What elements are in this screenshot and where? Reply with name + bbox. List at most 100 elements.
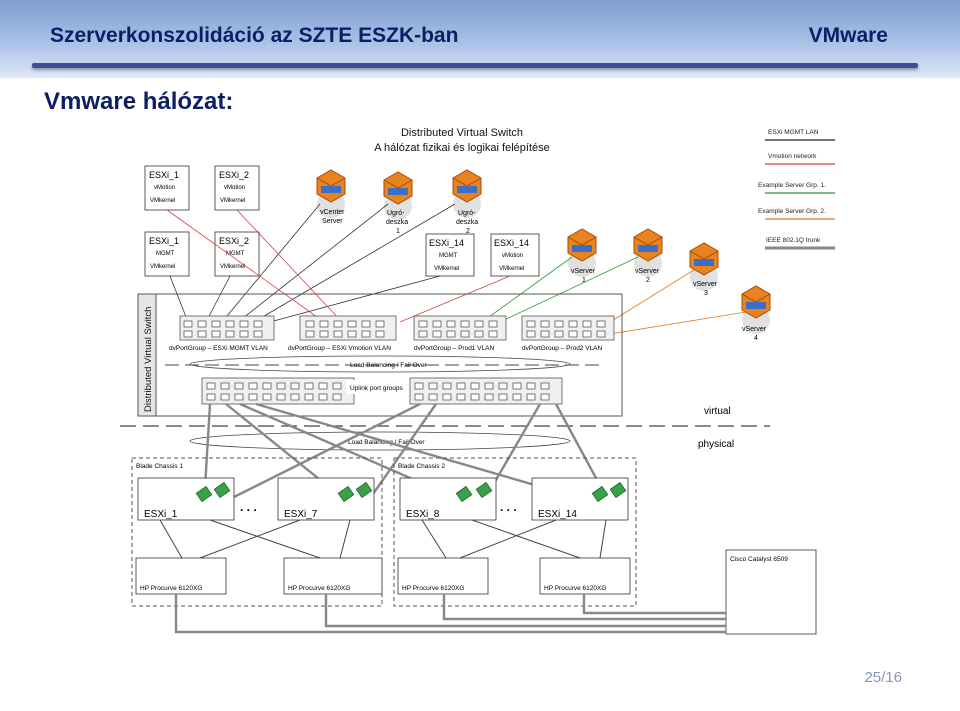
- svg-text:vServer: vServer: [742, 326, 767, 333]
- svg-text:1: 1: [582, 277, 586, 284]
- physical-label: physical: [698, 439, 734, 450]
- svg-text:MGMT: MGMT: [156, 251, 175, 257]
- port-group: dvPortGroup – ESXi Vmotion VLAN: [288, 315, 397, 352]
- core-trunks: [174, 594, 726, 634]
- diagram-svg: Distributed Virtual Switch A hálózat fiz…: [120, 127, 835, 635]
- svg-text:HP Procurve 6120XG: HP Procurve 6120XG: [288, 585, 350, 592]
- svg-text:ESXi_1: ESXi_1: [144, 509, 178, 520]
- svg-text:Blade Chassis 2: Blade Chassis 2: [398, 463, 445, 470]
- dvs-vertical-label: Distributed Virtual Switch: [143, 307, 154, 412]
- svg-text:dvPortGroup – Prod1 VLAN: dvPortGroup – Prod1 VLAN: [414, 345, 495, 352]
- svg-text:vServer: vServer: [635, 268, 660, 275]
- svg-text:Ugró-: Ugró-: [387, 210, 405, 217]
- procurve-switch: HP Procurve 6120XG: [397, 557, 489, 595]
- legend-trunk: IEEE 802.1Q trunk: [766, 237, 821, 244]
- svg-text:VMkernel: VMkernel: [150, 198, 175, 204]
- page-number: 25/16: [864, 669, 902, 686]
- svg-text:ESXi_14: ESXi_14: [429, 238, 464, 248]
- svg-text:vServer: vServer: [693, 281, 718, 288]
- esxi-blade: ESXi_1: [137, 477, 235, 521]
- slide-header: Szerverkonszolidáció az SZTE ESZK-ban VM…: [0, 0, 960, 78]
- svg-text:VMkernel: VMkernel: [220, 198, 245, 204]
- slide-title: Vmware hálózat:: [44, 88, 234, 115]
- svg-text:MGMT: MGMT: [226, 251, 245, 257]
- svg-text:ESXi_2: ESXi_2: [219, 236, 249, 246]
- svg-text:1: 1: [396, 228, 400, 235]
- blade-switch-links: [159, 519, 607, 559]
- blade-ellipsis: . . .: [500, 500, 517, 514]
- svg-text:VMkernel: VMkernel: [499, 266, 524, 272]
- svg-text:ESXi_7: ESXi_7: [284, 509, 318, 520]
- legend-grp2: Example Server Grp. 2.: [758, 208, 826, 215]
- svg-text:HP Procurve 6120XG: HP Procurve 6120XG: [402, 585, 464, 592]
- prod2-links: [609, 269, 747, 335]
- host-box: ESXi_14 MGMT VMkernel: [425, 233, 475, 277]
- virtual-label: virtual: [704, 406, 731, 417]
- uplink-label: Uplink port groups: [350, 385, 403, 392]
- port-group: dvPortGroup – Prod2 VLAN: [521, 315, 615, 352]
- svg-text:4: 4: [754, 335, 758, 342]
- host-box: ESXi_14 vMotion VMkernel: [490, 233, 540, 277]
- procurve-switch: HP Procurve 6120XG: [135, 557, 227, 595]
- procurve-switch: HP Procurve 6120XG: [283, 557, 383, 595]
- legend-mgmt: ESXi MGMT LAN: [768, 129, 819, 136]
- lb-ellipse-virtual: [189, 355, 571, 373]
- port-group: dvPortGroup – ESXi MGMT VLAN: [169, 315, 275, 352]
- svg-text:ESXi_8: ESXi_8: [406, 509, 440, 520]
- svg-text:MGMT: MGMT: [439, 253, 458, 259]
- prod1-links: [481, 256, 639, 323]
- host-box: ESXi_1 MGMT VMkernel: [144, 231, 190, 277]
- uplink-port-groups: Uplink port groups: [201, 377, 563, 405]
- svg-text:vCenter: vCenter: [320, 209, 345, 216]
- host-box: ESXi_1 vMotion VMkernel: [144, 165, 190, 211]
- svg-text:Server: Server: [322, 218, 343, 225]
- legend-grp1: Example Server Grp. 1.: [758, 182, 826, 189]
- lb-label-virtual: Load Balancing / Fail Over: [350, 362, 427, 369]
- header-divider: [32, 63, 918, 68]
- host-box: ESXi_2 MGMT VMkernel: [214, 231, 260, 277]
- cisco-catalyst: Cisco Catalyst 6509: [725, 549, 817, 635]
- diagram-title: Distributed Virtual Switch: [401, 127, 523, 139]
- svg-text:ESXi_2: ESXi_2: [219, 170, 249, 180]
- svg-text:vServer: vServer: [571, 268, 596, 275]
- svg-text:dvPortGroup – Prod2 VLAN: dvPortGroup – Prod2 VLAN: [522, 345, 603, 352]
- svg-text:ESXi_1: ESXi_1: [149, 170, 179, 180]
- svg-text:deszka: deszka: [456, 219, 478, 226]
- blade-chassis-2: [393, 457, 637, 607]
- svg-text:deszka: deszka: [386, 219, 408, 226]
- mgmt-links: [169, 203, 456, 323]
- svg-text:dvPortGroup – ESXi Vmotion VLA: dvPortGroup – ESXi Vmotion VLAN: [288, 345, 391, 352]
- vmotion-links: [166, 209, 511, 323]
- svg-text:vMotion: vMotion: [224, 185, 245, 191]
- svg-text:VMkernel: VMkernel: [220, 264, 245, 270]
- svg-text:ESXi_14: ESXi_14: [538, 509, 577, 520]
- svg-text:HP Procurve 6120XG: HP Procurve 6120XG: [544, 585, 606, 592]
- esxi-blade: ESXi_8: [399, 477, 497, 521]
- blade-ellipsis: . . .: [240, 500, 257, 514]
- svg-text:Blade Chassis 1: Blade Chassis 1: [136, 463, 183, 470]
- svg-text:Ugró-: Ugró-: [458, 210, 476, 217]
- svg-text:ESXi_14: ESXi_14: [494, 238, 529, 248]
- svg-text:3: 3: [704, 290, 708, 297]
- svg-text:Cisco Catalyst 6509: Cisco Catalyst 6509: [730, 556, 788, 563]
- network-diagram: Distributed Virtual Switch A hálózat fiz…: [110, 122, 851, 659]
- svg-text:VMkernel: VMkernel: [150, 264, 175, 270]
- blade-chassis-1: [131, 457, 383, 607]
- svg-text:2: 2: [466, 228, 470, 235]
- esxi-blade: ESXi_7: [277, 477, 375, 521]
- lb-ellipse-physical: [189, 431, 571, 451]
- header-vmware: VMware: [808, 24, 888, 47]
- svg-text:ESXi_1: ESXi_1: [149, 236, 179, 246]
- svg-text:VMkernel: VMkernel: [434, 266, 459, 272]
- port-group: dvPortGroup – Prod1 VLAN: [413, 315, 507, 352]
- legend: ESXi MGMT LAN Vmotion network Example Se…: [758, 129, 835, 250]
- procurve-switch: HP Procurve 6120XG: [539, 557, 631, 595]
- svg-text:vMotion: vMotion: [502, 253, 523, 259]
- header-title: Szerverkonszolidáció az SZTE ESZK-ban: [50, 24, 459, 47]
- svg-text:2: 2: [646, 277, 650, 284]
- diagram-subtitle: A hálózat fizikai és logikai felépítése: [374, 142, 550, 154]
- host-box: ESXi_2 vMotion VMkernel: [214, 165, 260, 211]
- svg-text:dvPortGroup – ESXi MGMT VLAN: dvPortGroup – ESXi MGMT VLAN: [169, 345, 268, 352]
- svg-text:vMotion: vMotion: [154, 185, 175, 191]
- esxi-blade: ESXi_14: [531, 477, 629, 521]
